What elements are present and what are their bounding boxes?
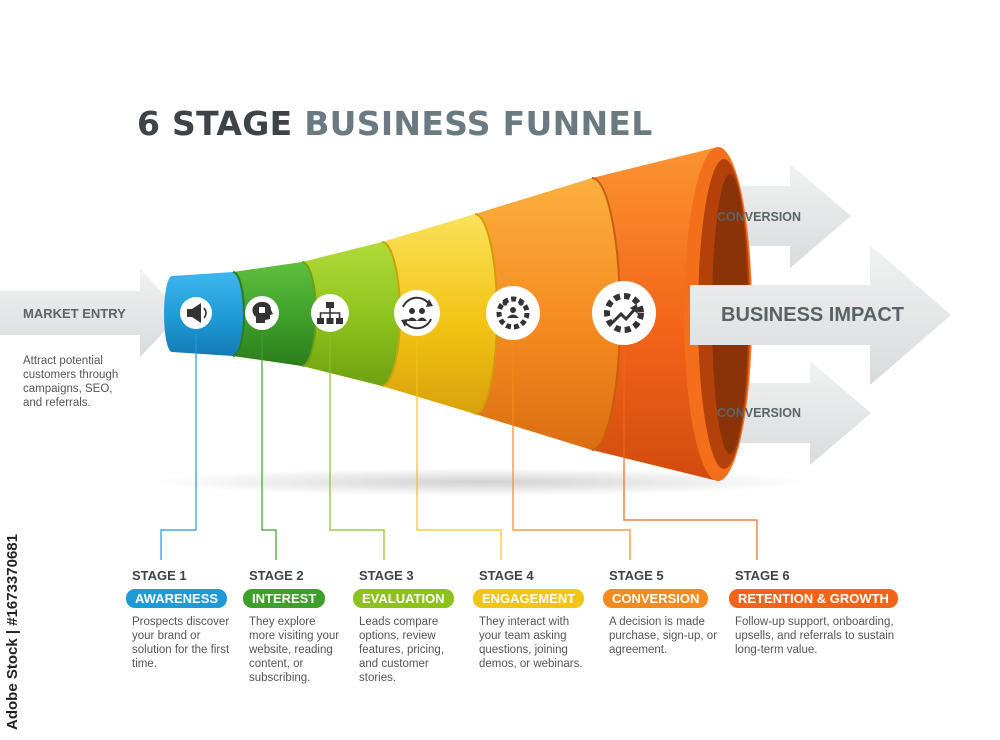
- funnel-shadow: [150, 468, 810, 496]
- stage-4-description: They interact with your team asking ques…: [479, 616, 583, 670]
- stock-watermark: Adobe Stock | #1673370681: [4, 534, 21, 730]
- stage-2-column: STAGE 2 INTEREST They explore more visit…: [243, 568, 343, 685]
- stage-3-column: STAGE 3 EVALUATION Leads compare options…: [353, 568, 461, 685]
- stage-1-number: STAGE 1: [132, 568, 187, 583]
- stage-5-column: STAGE 5 CONVERSION A decision is made pu…: [603, 568, 718, 657]
- stage-1-badge: AWARENESS: [126, 589, 228, 608]
- market-entry-label: MARKET ENTRY: [23, 306, 126, 321]
- stage-icons: [180, 281, 656, 345]
- stage-6-description: Follow-up support, onboarding, upsells, …: [735, 616, 895, 656]
- stage-1-column: STAGE 1 AWARENESS Prospects discover you…: [126, 568, 236, 671]
- title-part-2: BUSINESS FUNNEL: [304, 104, 653, 143]
- stage-3-description: Leads compare options, review features, …: [359, 616, 445, 684]
- head-puzzle-icon: [245, 296, 279, 330]
- page-title: 6 STAGE BUSINESS FUNNEL: [137, 104, 653, 143]
- market-entry-description: Attract potential customers through camp…: [23, 355, 119, 409]
- stage-5-badge: CONVERSION: [603, 589, 709, 608]
- stage-5-description: A decision is made purchase, sign-up, or…: [609, 616, 718, 656]
- team-gear-icon: [486, 286, 540, 340]
- stage-2-badge: INTEREST: [243, 589, 326, 608]
- stage-6-column: STAGE 6 RETENTION & GROWTH Follow-up sup…: [729, 568, 904, 657]
- stage-6-number: STAGE 6: [735, 568, 790, 583]
- connector-lines: [160, 334, 758, 560]
- stage-3-badge: EVALUATION: [353, 589, 454, 608]
- stage-2-description: They explore more visiting your website,…: [249, 616, 340, 684]
- hierarchy-icon: [311, 294, 349, 332]
- gear-growth-icon: [592, 281, 656, 345]
- megaphone-icon: [180, 297, 212, 329]
- market-entry-arrow: [0, 269, 182, 357]
- title-part-1: 6 STAGE: [137, 104, 293, 143]
- business-impact-label: BUSINESS IMPACT: [721, 304, 904, 326]
- conversion-bottom-label: CONVERSION: [717, 406, 802, 420]
- stage-3-number: STAGE 3: [359, 568, 414, 583]
- business-impact-arrow: [690, 245, 951, 385]
- stage-4-badge: ENGAGEMENT: [473, 589, 585, 608]
- stage-4-column: STAGE 4 ENGAGEMENT They interact with yo…: [473, 568, 588, 671]
- stage-4-number: STAGE 4: [479, 568, 534, 583]
- stage-6-badge: RETENTION & GROWTH: [729, 589, 898, 608]
- stage-1-description: Prospects discover your brand or solutio…: [132, 616, 230, 670]
- stage-5-number: STAGE 5: [609, 568, 664, 583]
- team-cycle-icon: [394, 290, 440, 336]
- conversion-top-label: CONVERSION: [717, 210, 802, 224]
- stage-2-number: STAGE 2: [249, 568, 304, 583]
